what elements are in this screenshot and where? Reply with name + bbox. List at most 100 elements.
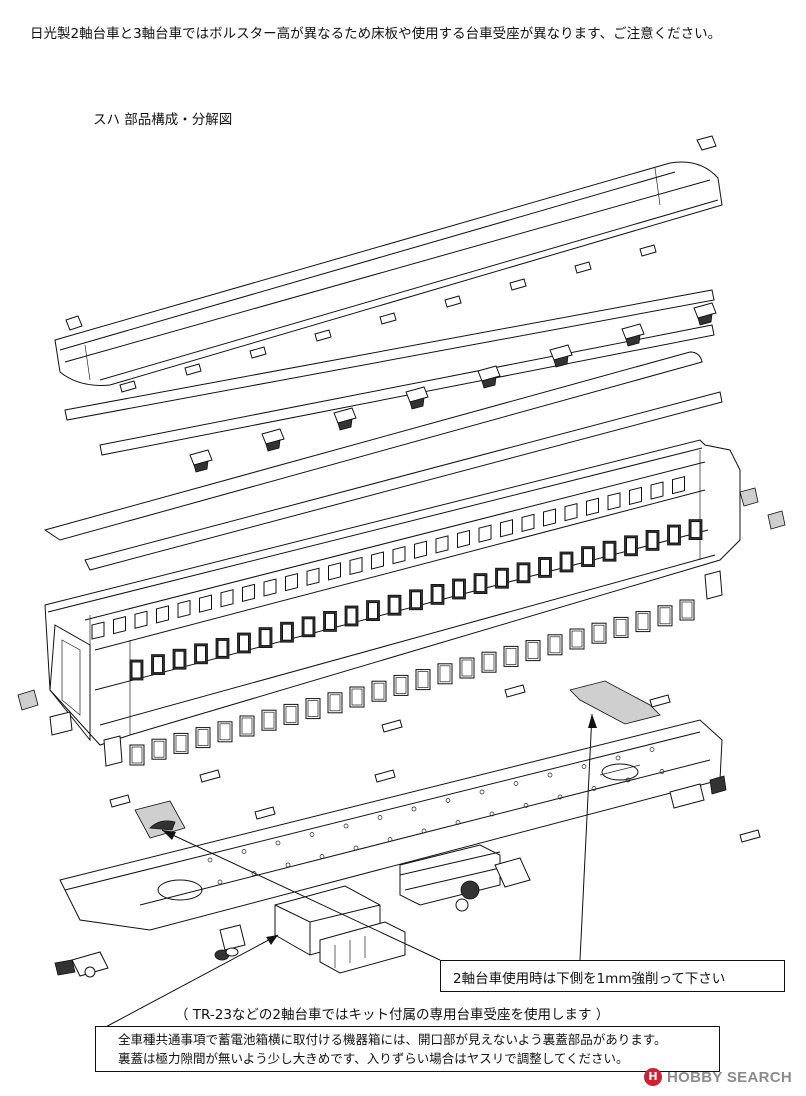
- watermark-text: HOBBY SEARCH: [666, 1068, 792, 1086]
- lower-window-inner: [561, 553, 572, 571]
- floor-hole: [591, 786, 597, 791]
- upper-window: [629, 486, 642, 506]
- upper-window: [371, 551, 384, 570]
- upper-window: [435, 535, 449, 554]
- roof-part: [54, 161, 723, 386]
- lower-window-inner: [282, 623, 292, 641]
- glazing-piece: [503, 645, 519, 667]
- floor-hole: [319, 854, 325, 859]
- common-note-line-1: 全車種共通事項で蓄電池箱横に取付ける機器箱には、開口部が見えないよう裏蓋部品があ…: [118, 1032, 667, 1047]
- shave-callout-box: 2軸台車使用時は下側を1mm強削って下さい: [440, 960, 785, 992]
- lower-window-inner: [647, 531, 658, 549]
- floor-hole: [411, 806, 417, 812]
- floor-hole: [217, 879, 223, 885]
- vent-cover-part: [509, 278, 527, 291]
- glazing-piece-inner: [395, 677, 407, 694]
- lower-window-inner: [604, 542, 615, 560]
- glazing-piece: [305, 698, 321, 720]
- lower-window-inner: [690, 521, 701, 539]
- floor-hole: [343, 823, 349, 829]
- glazing-piece: [349, 686, 365, 708]
- body-windows: [91, 476, 703, 681]
- vent-cover-part: [379, 312, 397, 325]
- floor-hole: [275, 840, 281, 846]
- glazing-piece-inner: [351, 688, 363, 706]
- diagram-title: スハ 部品構成・分解図: [93, 112, 233, 128]
- glazing-piece-inner: [131, 746, 143, 764]
- vent-cover-part: [574, 261, 592, 274]
- lower-window-inner: [153, 656, 163, 674]
- upper-window: [521, 513, 535, 532]
- underfloor-part: [374, 769, 396, 783]
- glazing-piece-inner: [417, 671, 429, 688]
- glazing-piece-inner: [439, 665, 451, 683]
- glazing-piece-inner: [549, 636, 561, 654]
- lower-window-inner: [196, 645, 206, 663]
- lower-window-inner: [325, 612, 335, 630]
- glazing-piece: [393, 674, 409, 696]
- glazing-piece: [525, 640, 541, 662]
- glazing-piece: [613, 616, 629, 638]
- glazing-piece: [129, 744, 145, 766]
- glazing-piece: [195, 727, 211, 749]
- glazing-piece: [327, 692, 343, 714]
- glazing-piece: [459, 657, 475, 679]
- leader-arrowheads: [162, 714, 597, 945]
- floor-hole: [557, 794, 563, 800]
- floor-hole: [387, 837, 393, 842]
- lower-window-inner: [368, 602, 378, 620]
- glazing-piece-inner: [593, 624, 605, 642]
- floor-hole: [377, 815, 383, 820]
- glazing-piece: [217, 721, 233, 743]
- lower-window-inner: [454, 580, 464, 598]
- upper-window: [91, 621, 105, 640]
- floor-hole: [625, 777, 631, 783]
- ventilator-part: [477, 365, 501, 389]
- common-notes-box: 全車種共通事項で蓄電池箱横に取付ける機器箱には、開口部が見えないよう裏蓋部品があ…: [95, 1026, 720, 1072]
- floor-hole: [615, 755, 621, 761]
- glazing-piece-inner: [527, 642, 539, 659]
- floor-hole: [659, 769, 665, 774]
- glazing-piece-inner: [681, 601, 693, 619]
- upper-window: [285, 572, 298, 592]
- underfloor-part: [381, 719, 403, 733]
- floor-hole: [649, 747, 655, 752]
- lower-window-inner: [131, 661, 142, 679]
- ventilator-part: [333, 407, 357, 431]
- floor-hole: [445, 798, 451, 803]
- underfloor-part: [109, 794, 131, 808]
- lower-window-inner: [626, 537, 636, 555]
- vent-cover-part: [639, 244, 657, 257]
- upper-window: [607, 492, 621, 511]
- vent-cover-part: [249, 346, 267, 359]
- lower-window-inner: [303, 618, 314, 636]
- glazing-piece-inner: [285, 706, 297, 723]
- lower-window-inner: [583, 548, 593, 566]
- glazing-piece-inner: [197, 729, 209, 746]
- glazing-piece-inner: [219, 723, 231, 741]
- lower-window-inner: [239, 634, 249, 652]
- glazing-piece-inner: [505, 648, 517, 665]
- lower-window-inner: [217, 639, 228, 657]
- glazing-piece-inner: [373, 682, 385, 700]
- hobbysearch-logo-icon: H: [643, 1068, 662, 1086]
- glazing-piece: [547, 634, 563, 656]
- underfloor-part: [504, 684, 526, 698]
- truck-right: [669, 775, 727, 809]
- ventilator-part: [261, 428, 285, 452]
- glazing-piece-inner: [329, 694, 341, 712]
- lower-window-inner: [540, 558, 550, 576]
- floor-hole: [513, 781, 519, 786]
- upper-window: [672, 476, 685, 495]
- underfloor-part: [649, 694, 671, 708]
- ventilator-part: [693, 302, 717, 326]
- lower-roof-strip: [43, 351, 723, 571]
- lower-window-inner: [497, 569, 507, 587]
- battery-box: [274, 885, 406, 974]
- bolster-plate-left: [134, 800, 186, 839]
- upper-window: [199, 594, 212, 613]
- underfloor-part: [254, 806, 276, 820]
- bolster-plate-right: [569, 680, 661, 725]
- glazing-piece-inner: [241, 717, 253, 735]
- glazing-piece-inner: [175, 735, 187, 752]
